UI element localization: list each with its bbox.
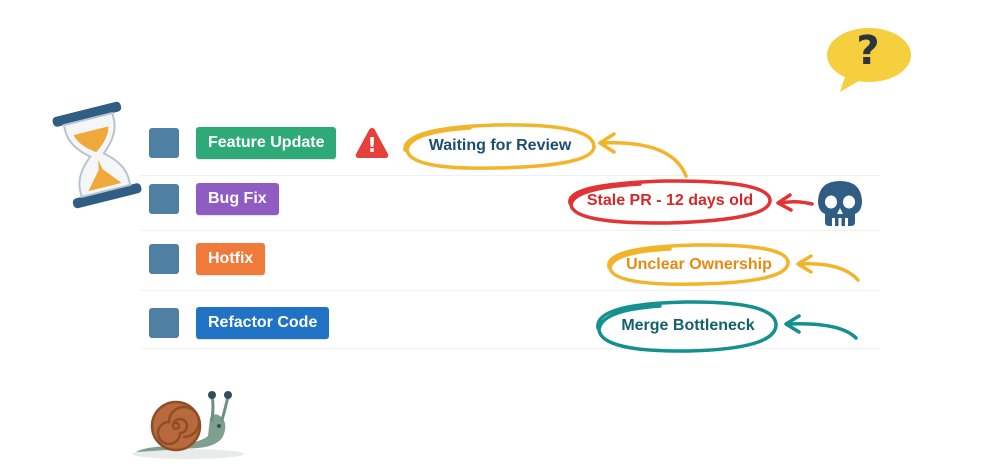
task-checkbox-refactor-code[interactable] xyxy=(149,308,179,338)
task-checkbox-hotfix[interactable] xyxy=(149,244,179,274)
note-stale-pr: Stale PR - 12 days old xyxy=(586,192,754,209)
snail-icon xyxy=(132,391,244,459)
note-unclear-ownership: Unclear Ownership xyxy=(626,256,772,273)
speech-bubble-icon xyxy=(827,28,911,92)
task-tag-bug-fix[interactable]: Bug Fix xyxy=(196,183,279,215)
question-mark-glyph: ? xyxy=(856,28,880,74)
warning-glyph: ! xyxy=(367,133,377,157)
row-divider xyxy=(140,175,880,176)
arrow-to-ownership xyxy=(798,262,860,282)
ownership-oval xyxy=(607,243,790,286)
bottleneck-oval xyxy=(596,300,778,353)
row-divider xyxy=(140,348,880,349)
warning-icon xyxy=(355,128,389,158)
waiting-oval xyxy=(403,123,596,170)
task-checkbox-feature-update[interactable] xyxy=(149,128,179,158)
task-tag-refactor-code[interactable]: Refactor Code xyxy=(196,307,330,339)
row-divider xyxy=(140,290,880,291)
note-waiting-for-review: Waiting for Review xyxy=(428,137,572,154)
hourglass-icon xyxy=(52,101,142,209)
note-merge-bottleneck: Merge Bottleneck xyxy=(621,317,755,334)
arrow-to-stale xyxy=(778,199,814,206)
arrow-to-bottleneck xyxy=(786,322,858,340)
arrow-to-waiting xyxy=(600,141,688,178)
task-tag-feature-update[interactable]: Feature Update xyxy=(196,127,337,159)
skull-icon xyxy=(818,181,862,226)
task-checkbox-bug-fix[interactable] xyxy=(149,184,179,214)
task-tag-hotfix[interactable]: Hotfix xyxy=(196,243,266,275)
stale-oval xyxy=(568,179,772,225)
row-divider xyxy=(140,230,880,231)
